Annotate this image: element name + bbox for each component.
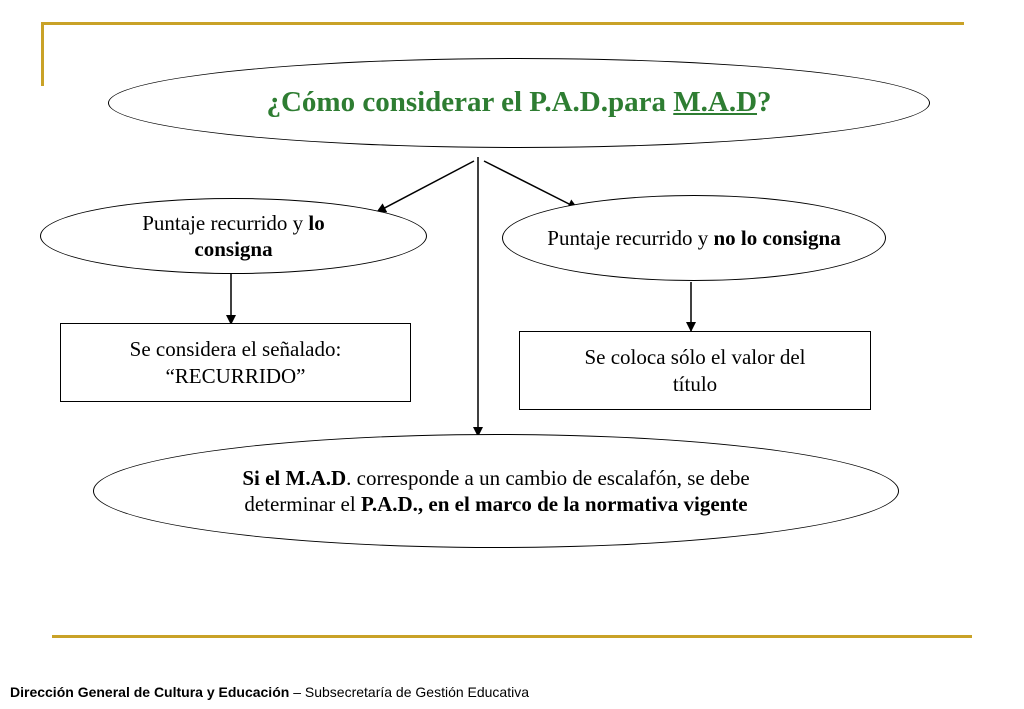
footer-department: – Subsecretaría de Gestión Educativa [289, 684, 530, 700]
footer-organization: Dirección General de Cultura y Educación [10, 684, 290, 700]
right-branch-text: Puntaje recurrido y no lo consigna [547, 225, 841, 250]
decorative-rule-bottom [52, 635, 972, 638]
bottom-node-text: Si el M.A.D. corresponde a un cambio de … [242, 465, 750, 516]
decorative-rule-vertical [41, 22, 44, 86]
title-part-2-underlined: M.A.D [673, 86, 758, 119]
left-result-box: Se considera el señalado:“RECURRIDO” [60, 323, 411, 402]
arrow-title-to-right-branch [483, 160, 578, 209]
arrow-title-to-left-branch [376, 160, 475, 213]
left-result-text: Se considera el señalado:“RECURRIDO” [129, 337, 342, 388]
title-part-3: ? [757, 86, 772, 119]
title-part-1: ¿Cómo considerar el P.A.D.para [266, 86, 674, 119]
right-branch-ellipse: Puntaje recurrido y no lo consigna [502, 195, 886, 281]
bottom-ellipse: Si el M.A.D. corresponde a un cambio de … [93, 434, 899, 548]
decorative-rule-top [41, 22, 964, 25]
footer: Dirección General de Cultura y Educación… [10, 684, 529, 700]
title-ellipse: ¿Cómo considerar el P.A.D.para M.A.D? [108, 58, 930, 148]
diagram-title: ¿Cómo considerar el P.A.D.para M.A.D? [266, 86, 772, 119]
